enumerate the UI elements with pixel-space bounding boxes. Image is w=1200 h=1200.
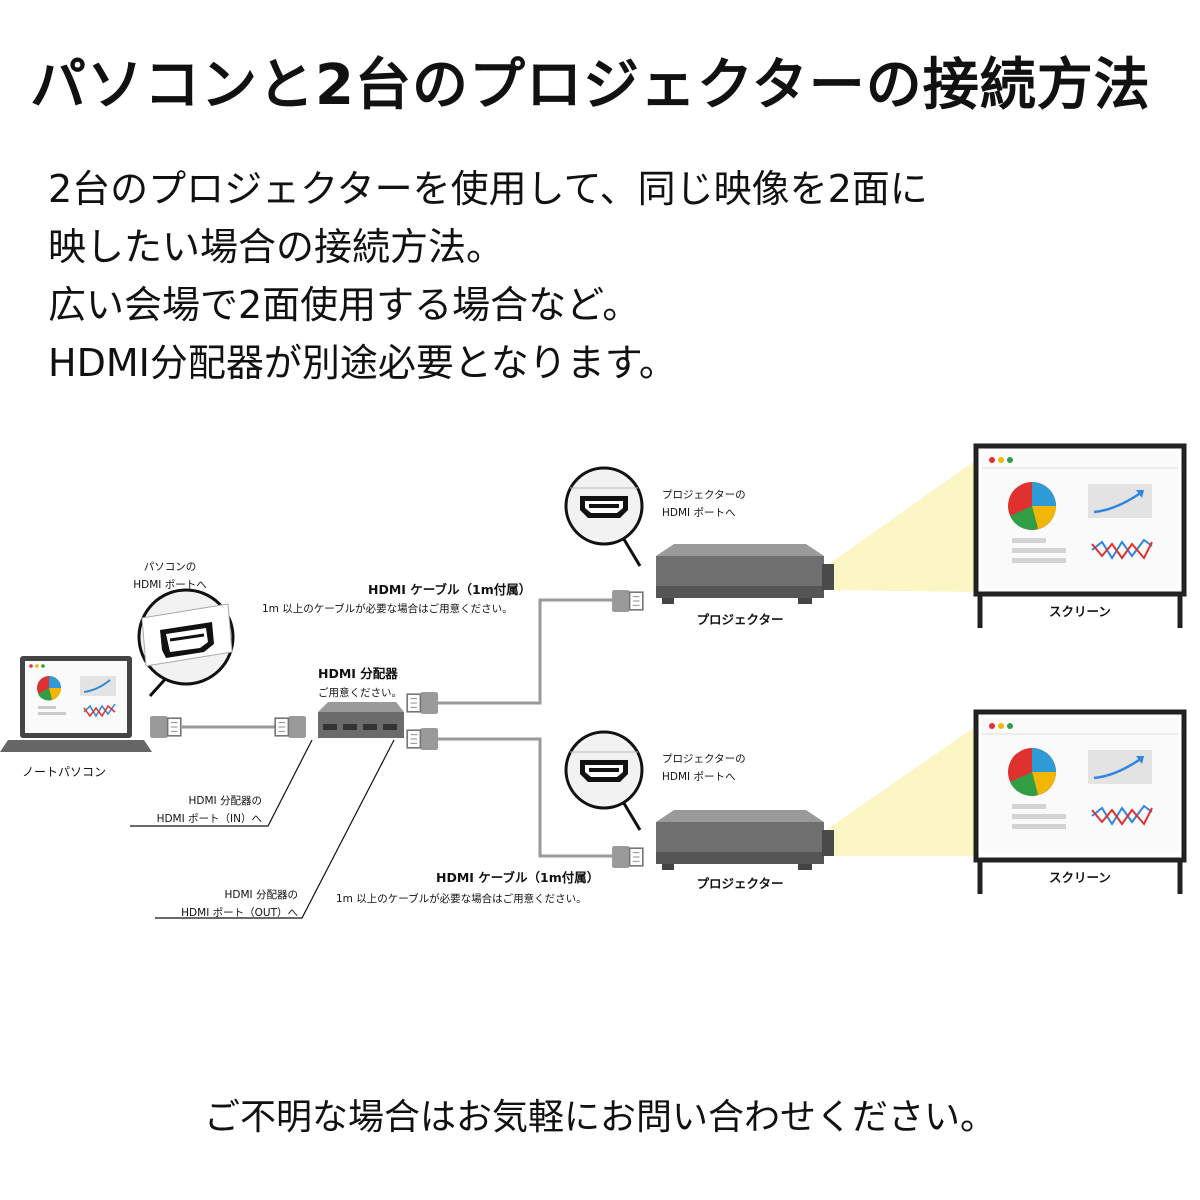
projector-port-callout: プロジェクターの [662, 489, 746, 501]
laptop-label: ノートパソコン [22, 765, 106, 779]
splitter-title: HDMI 分配器 [318, 666, 398, 681]
projector-port-callout: HDMI ポートへ [662, 771, 735, 783]
projector-port-callout: プロジェクターの [662, 753, 746, 765]
cable-title: HDMI ケーブル（1m付属） [436, 870, 599, 885]
screen-icon [976, 446, 1184, 628]
screen-icon [976, 712, 1184, 894]
splitter-out-port: HDMI ポート（OUT）へ [181, 907, 298, 919]
description-line: 広い会場で2面使用する場合など。 [48, 283, 641, 327]
projector-icon [656, 544, 834, 604]
splitter-in-port: HDMI 分配器の [189, 795, 262, 807]
cable-note: 1m 以上のケーブルが必要な場合はご用意ください。 [336, 892, 587, 905]
hdmi-port-icon [137, 588, 235, 698]
projector-icon [656, 810, 834, 870]
cable-title: HDMI ケーブル（1m付属） [368, 582, 531, 597]
laptop-port-callout: HDMI ポートへ [133, 579, 206, 591]
splitter-note: ご用意ください。 [318, 686, 402, 699]
splitter-out-port: HDMI 分配器の [225, 889, 298, 901]
projection-beam [826, 726, 976, 856]
hdmi-port-icon [564, 730, 644, 810]
cable-note: 1m 以上のケーブルが必要な場合はご用意ください。 [262, 602, 513, 615]
description-line: HDMI分配器が別途必要となります。 [48, 341, 677, 385]
description-line: 映したい場合の接続方法。 [48, 225, 505, 269]
hdmi-plug-icon [611, 589, 644, 613]
splitter-in-port: HDMI ポート（IN）へ [157, 813, 262, 825]
description-line: 2台のプロジェクターを使用して、同じ映像を2面に [48, 167, 928, 211]
projector-label: プロジェクター [696, 876, 783, 891]
hdmi-plug-icon [406, 691, 439, 715]
hdmi-plug-icon [406, 727, 439, 751]
laptop-icon [0, 656, 152, 752]
projector-label: プロジェクター [696, 612, 783, 627]
projection-beam [826, 460, 976, 592]
hdmi-plug-icon [274, 715, 307, 739]
screen-label: スクリーン [1049, 870, 1111, 885]
laptop-port-callout: パソコンの [144, 561, 197, 573]
page-title: パソコンと2台のプロジェクターの接続方法 [30, 53, 1151, 118]
projector-port-callout: HDMI ポートへ [662, 507, 735, 519]
footer-note: ご不明な場合はお気軽にお問い合わせください。 [203, 1097, 996, 1138]
hdmi-port-icon [564, 466, 644, 546]
description: 2台のプロジェクターを使用して、同じ映像を2面に 映したい場合の接続方法。 広い… [48, 160, 928, 392]
screen-label: スクリーン [1049, 604, 1111, 619]
hdmi-plug-icon [611, 845, 644, 869]
hdmi-plug-icon [149, 715, 182, 739]
hdmi-splitter [318, 702, 404, 738]
